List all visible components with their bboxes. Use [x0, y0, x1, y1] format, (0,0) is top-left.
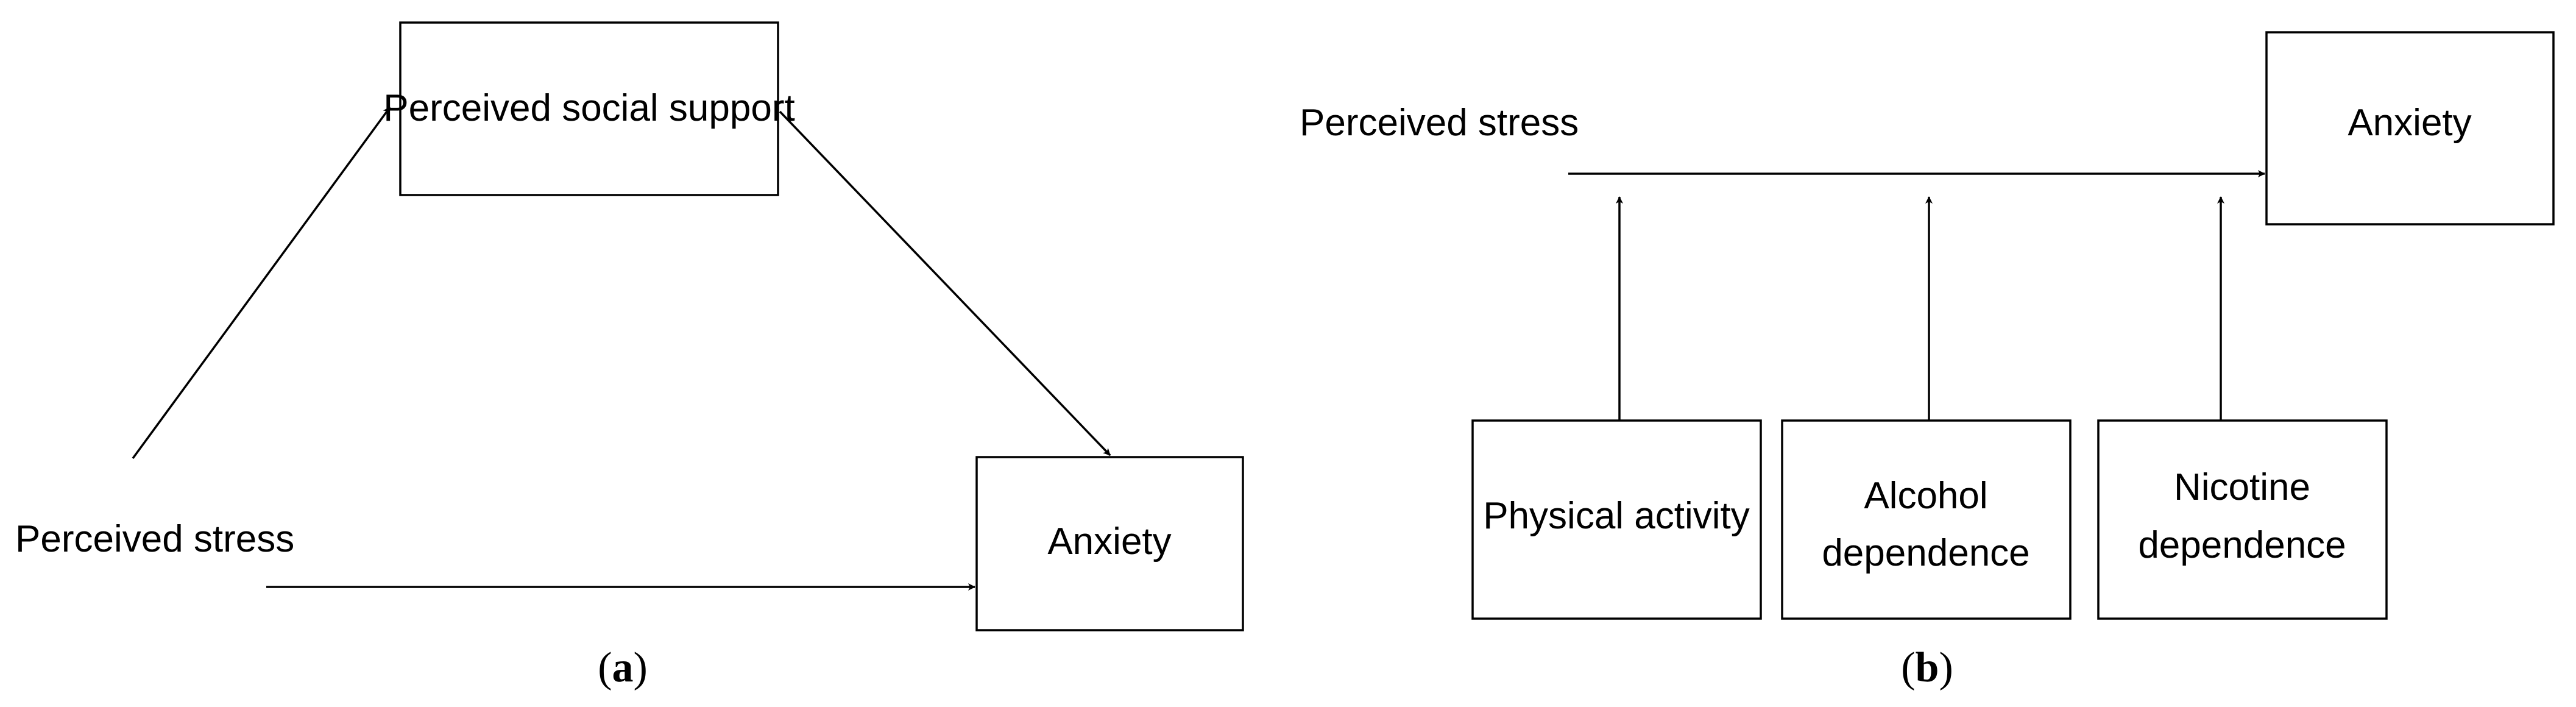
caption-b-close: )	[1939, 644, 1953, 691]
nicotine-dependence-box	[2097, 419, 2388, 620]
caption-b-letter: b	[1916, 644, 1939, 691]
anxiety-label-b: Anxiety	[2348, 102, 2471, 144]
physical-activity-label: Physical activity	[1483, 495, 1750, 537]
arrow-stress-to-social-support	[132, 106, 391, 460]
perceived-social-support-box	[399, 21, 779, 196]
caption-a-open: (	[598, 644, 612, 691]
panel-a: Perceived social support Anxiety Perceiv…	[15, 21, 1244, 691]
nicotine-dependence-label-line2: dependence	[2138, 524, 2346, 566]
perceived-stress-label-b: Perceived stress	[1300, 102, 1579, 144]
caption-a-close: )	[634, 644, 648, 691]
perceived-social-support-label: Perceived social support	[383, 87, 794, 129]
nicotine-dependence-label-line1: Nicotine	[2174, 466, 2310, 508]
anxiety-box-b	[2265, 31, 2555, 226]
caption-a-letter: a	[612, 644, 634, 691]
anxiety-label-a: Anxiety	[1047, 520, 1171, 563]
caption-b-open: (	[1901, 644, 1915, 691]
perceived-stress-label-a: Perceived stress	[15, 518, 294, 560]
caption-b: (b)	[1901, 644, 1953, 691]
panel-b: Perceived stress Anxiety Physical activi…	[1300, 31, 2555, 691]
physical-activity-box	[1471, 419, 1762, 620]
caption-a: (a)	[598, 644, 648, 691]
alcohol-dependence-box	[1781, 419, 2072, 620]
alcohol-dependence-label-line1: Alcohol	[1864, 475, 1987, 517]
arrow-social-support-to-anxiety	[779, 110, 1111, 457]
alcohol-dependence-label-line2: dependence	[1822, 532, 2029, 574]
anxiety-box-a	[975, 456, 1244, 631]
